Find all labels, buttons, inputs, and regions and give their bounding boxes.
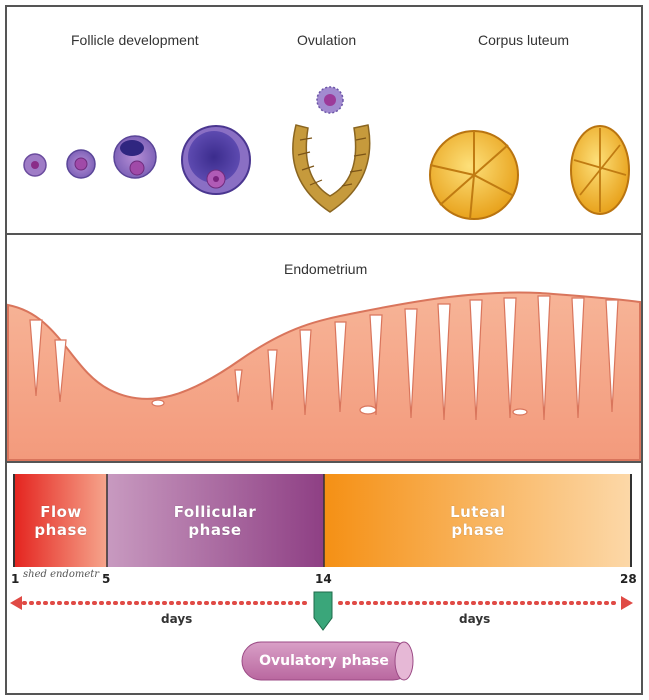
endometrium-layer: [7, 291, 641, 461]
ovulatory-phase-label: Ovulatory phase: [259, 653, 389, 669]
days-left-label: days: [161, 612, 193, 626]
left-arrowhead: [10, 596, 22, 610]
corpus-luteum-late: [570, 125, 630, 215]
day-5-label: 5: [102, 572, 111, 586]
primary-follicle: [66, 149, 96, 179]
endometrial-glands: [29, 295, 619, 421]
released-ovum: [316, 86, 344, 114]
day-28-label: 28: [620, 572, 637, 586]
handwritten-note: shed endometr: [23, 569, 100, 580]
luteal-phase-band: [324, 474, 631, 567]
corpus-luteum-label: Corpus luteum: [478, 32, 570, 48]
secondary-follicle: [113, 135, 157, 179]
ovulation-label: Ovulation: [297, 32, 357, 48]
follicle-development-label: Follicle development: [71, 32, 199, 48]
flow-phase-label: Flow phase: [34, 503, 88, 539]
ovulation-day-marker: [313, 591, 333, 631]
ovulatory-phase-pill: [241, 641, 414, 681]
flow-phase-band: [14, 474, 107, 567]
ruptured-follicle: [292, 124, 371, 213]
primordial-follicle: [23, 153, 47, 177]
follicular-phase-label: Follicular phase: [173, 503, 257, 539]
luteal-phase-label: Luteal phase: [450, 503, 506, 539]
corpus-luteum-early: [429, 130, 519, 220]
right-arrowhead: [621, 596, 633, 610]
days-right-label: days: [459, 612, 491, 626]
mature-follicle: [181, 125, 251, 195]
day-1-label: 1: [11, 572, 20, 586]
follicular-phase-band: [107, 474, 324, 567]
day-14-label: 14: [315, 572, 332, 586]
endometrium-label: Endometrium: [284, 261, 368, 277]
